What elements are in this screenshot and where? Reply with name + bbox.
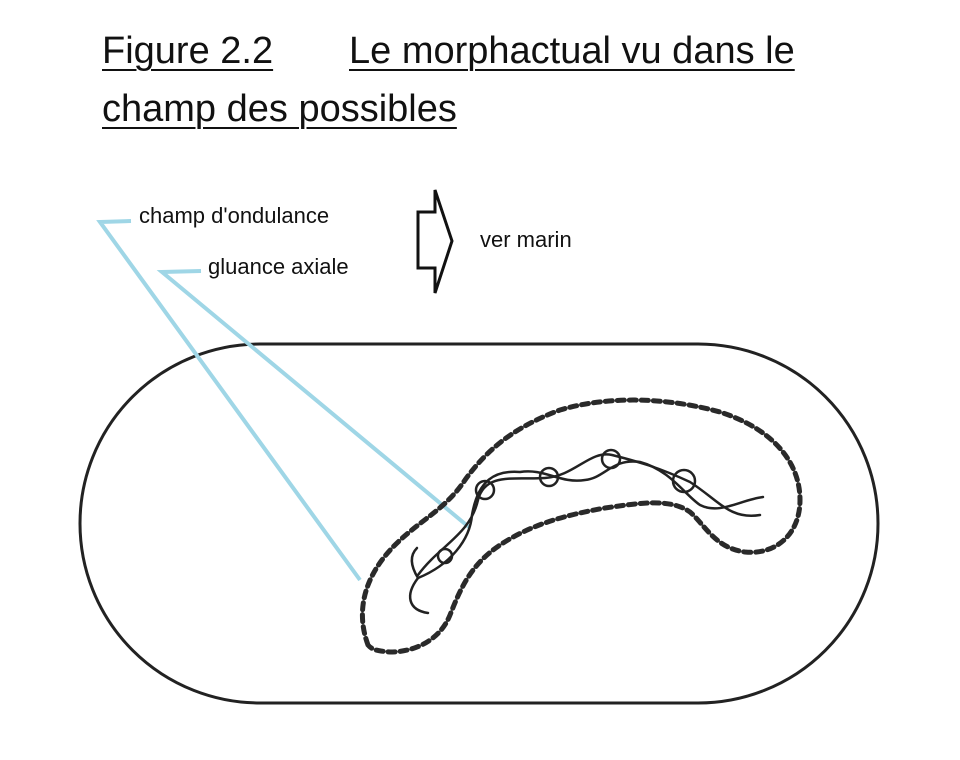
figure-number: Figure 2.2 [102,30,274,72]
figure-title-line2: champ des possibles [102,88,457,130]
label-ver-marin: ver marin [480,227,572,252]
figure-title-line1: Le morphactual vu dans le [349,30,795,72]
label-champ-ondulance: champ d'ondulance [139,203,330,228]
possibility-field-capsule [78,342,880,705]
leader-line-field [96,219,362,582]
label-gluance-axiale: gluance axiale [208,254,349,279]
implies-arrow-icon [416,189,454,294]
axial-helix [408,448,765,615]
leader-line-axis [156,269,472,530]
undulation-field-outline [359,397,803,655]
